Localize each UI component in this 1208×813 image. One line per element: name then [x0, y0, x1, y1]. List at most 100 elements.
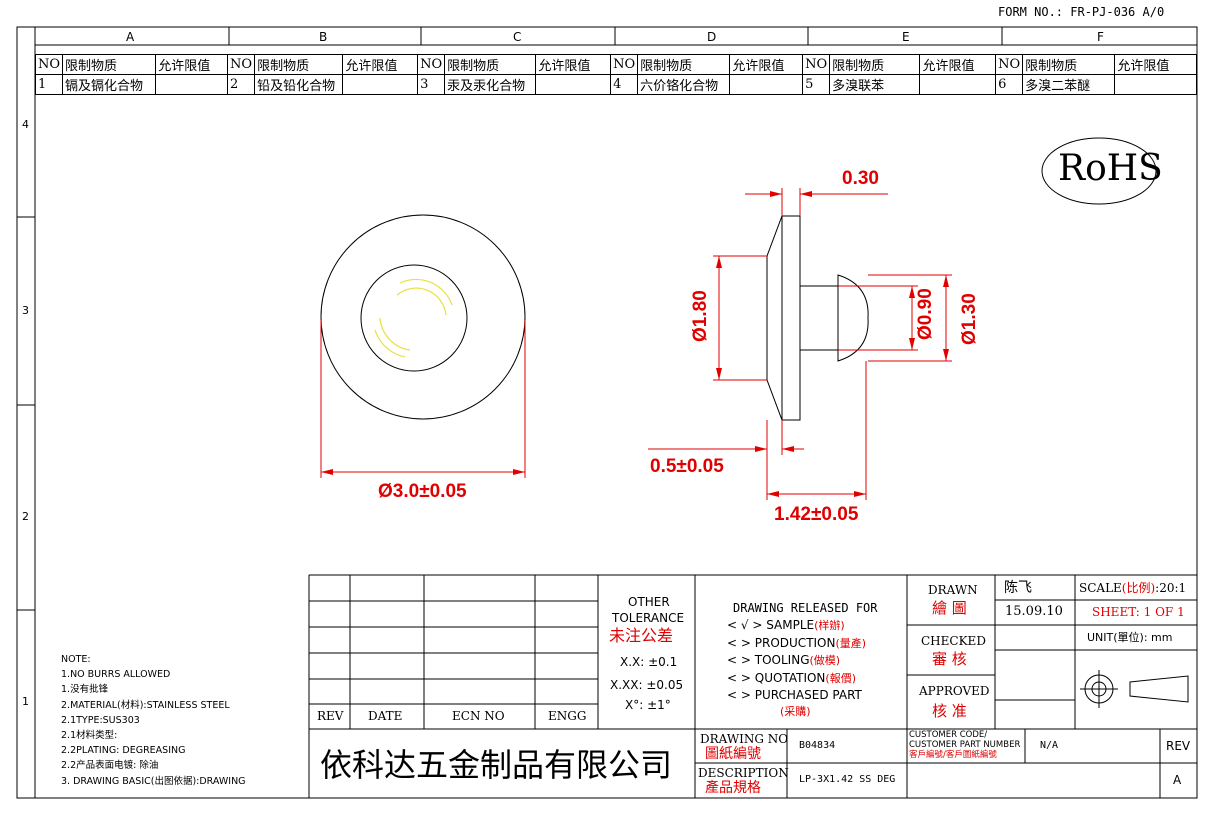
drawn-label-cn: 繪 圖: [932, 599, 967, 617]
note-line: 2.2PLATING: DEGREASING: [61, 745, 186, 757]
item-no: 5: [802, 74, 831, 95]
release-item-purchased: < > PURCHASED PART: [727, 688, 862, 702]
note-line: 2.1材料类型:: [61, 730, 118, 742]
limit-header: 允许限值: [919, 54, 997, 75]
restricted-substances-table: NO 限制物质 允许限值 NO 限制物质 允许限值 NO 限制物质 允许限值 N…: [34, 54, 1197, 95]
restricted-header-row: NO 限制物质 允许限值 NO 限制物质 允许限值 NO 限制物质 允许限值 N…: [34, 54, 1197, 75]
item-no: 1: [34, 74, 64, 95]
rohs-mark: RoHS: [1058, 148, 1163, 189]
row-label-1: 1: [22, 695, 29, 708]
column-label-e: E: [902, 30, 910, 44]
substance-header: 限制物质: [444, 54, 537, 75]
tolerance-title-1: OTHER: [628, 595, 670, 609]
note-line: 2.2产品表面电镀: 除油: [61, 760, 159, 772]
release-item-production: < > PRODUCTION(量產): [727, 635, 867, 650]
restricted-items-row: 1 镉及镉化合物 2 铅及铅化合物 3 汞及汞化合物 4 六价铬化合物 5 多溴…: [34, 74, 1197, 95]
customer-label-cn: 客戶編號/客戶圖紙編號: [909, 750, 997, 760]
release-purchased-cn: (采購): [780, 705, 811, 718]
tolerance-xx: X.X: ±0.1: [620, 655, 678, 669]
note-line: 3. DRAWING BASIC(出图依据):DRAWING: [61, 775, 246, 787]
no-header: NO: [802, 54, 831, 75]
item-no: 3: [417, 74, 446, 95]
item-limit: [342, 74, 419, 95]
tolerance-title-2: TOLERANCE: [612, 611, 685, 625]
item-no: 6: [995, 74, 1024, 95]
item-substance: 镉及镉化合物: [62, 74, 157, 95]
release-item-tooling: < > TOOLING(做模): [727, 653, 841, 667]
column-label-b: B: [319, 30, 328, 44]
item-no: 2: [227, 74, 256, 95]
note-line: 1.没有批锋: [61, 684, 109, 696]
date-column-header: DATE: [368, 709, 403, 723]
release-item-sample: < √ > SAMPLE(样辦): [727, 618, 845, 632]
no-header: NO: [417, 54, 446, 75]
column-label-c: C: [513, 30, 522, 44]
drawing-no-value: B04834: [799, 740, 836, 751]
drawing-no-label: DRAWING NO: [700, 732, 789, 746]
item-limit: [1114, 74, 1197, 95]
scale-field: SCALE(比例):20:1: [1079, 581, 1187, 595]
release-item-quotation: < > QUOTATION(報價): [727, 670, 856, 685]
note-line: 2.MATERIAL(材料):STAINLESS STEEL: [61, 699, 230, 711]
rev-column-header: REV: [317, 709, 344, 723]
customer-value: N/A: [1040, 740, 1059, 751]
substance-header: 限制物质: [829, 54, 921, 75]
customer-code-label: CUSTOMER CODE/: [909, 730, 988, 740]
length-142-dimension: 1.42±0.05: [774, 504, 859, 525]
description-label: DESCRIPTION: [698, 766, 789, 780]
limit-header: 允许限值: [535, 54, 612, 75]
checked-label-cn: 審 核: [932, 650, 967, 668]
form-number: FORM NO.: FR-PJ-036 A/0: [998, 5, 1165, 19]
item-limit: [729, 74, 804, 95]
head-thickness-dimension: 0.30: [842, 168, 879, 189]
row-label-3: 3: [22, 304, 29, 317]
approved-label: APPROVED: [919, 684, 990, 698]
drawing-no-label-cn: 圖紙編號: [705, 746, 761, 762]
item-limit: [919, 74, 997, 95]
drawn-label: DRAWN: [928, 583, 978, 597]
item-substance: 六价铬化合物: [637, 74, 731, 95]
engg-column-header: ENGG: [548, 709, 587, 723]
limit-header: 允许限值: [729, 54, 804, 75]
item-limit: [535, 74, 612, 95]
substance-header: 限制物质: [1022, 54, 1116, 75]
column-label-d: D: [707, 30, 717, 44]
limit-header: 允许限值: [342, 54, 419, 75]
no-header: NO: [34, 54, 64, 75]
notes-block: NOTE: 1.NO BURRS ALLOWED 1.没有批锋 2.MATERI…: [61, 652, 246, 789]
tolerance-angle: X°: ±1°: [625, 698, 671, 712]
approved-label-cn: 核 准: [932, 702, 967, 720]
sheet-field: SHEET: 1 OF 1: [1092, 605, 1185, 619]
note-line: 1.NO BURRS ALLOWED: [61, 669, 171, 681]
substance-header: 限制物质: [637, 54, 731, 75]
item-substance: 多溴联苯: [829, 74, 921, 95]
limit-header: 允许限值: [155, 54, 229, 75]
no-header: NO: [995, 54, 1024, 75]
tolerance-title-cn: 未注公差: [609, 626, 674, 645]
drawn-date: 15.09.10: [1005, 604, 1063, 619]
column-label-f: F: [1097, 30, 1104, 44]
unit-field: UNIT(單位): mm: [1087, 631, 1173, 644]
diameter-180-dimension: Ø1.80: [690, 290, 711, 342]
substance-header: 限制物质: [254, 54, 344, 75]
note-line: NOTE:: [61, 654, 91, 665]
description-label-cn: 產品規格: [705, 780, 761, 796]
item-limit: [155, 74, 229, 95]
customer-part-label: CUSTOMER PART NUMBER: [909, 740, 1021, 750]
item-substance: 多溴二苯醚: [1022, 74, 1116, 95]
no-header: NO: [610, 54, 639, 75]
diameter-130-dimension: Ø1.30: [959, 293, 980, 345]
rev-label: REV: [1166, 739, 1191, 753]
item-no: 4: [610, 74, 639, 95]
checked-label: CHECKED: [921, 634, 986, 648]
limit-header: 允许限值: [1114, 54, 1197, 75]
item-substance: 铅及铅化合物: [254, 74, 344, 95]
column-label-a: A: [126, 30, 135, 44]
no-header: NO: [227, 54, 256, 75]
rev-value: A: [1173, 773, 1182, 787]
row-label-2: 2: [22, 510, 29, 523]
substance-header: 限制物质: [62, 54, 157, 75]
tolerance-xxx: X.XX: ±0.05: [610, 678, 684, 692]
note-line: 2.1TYPE:SUS303: [61, 714, 140, 726]
